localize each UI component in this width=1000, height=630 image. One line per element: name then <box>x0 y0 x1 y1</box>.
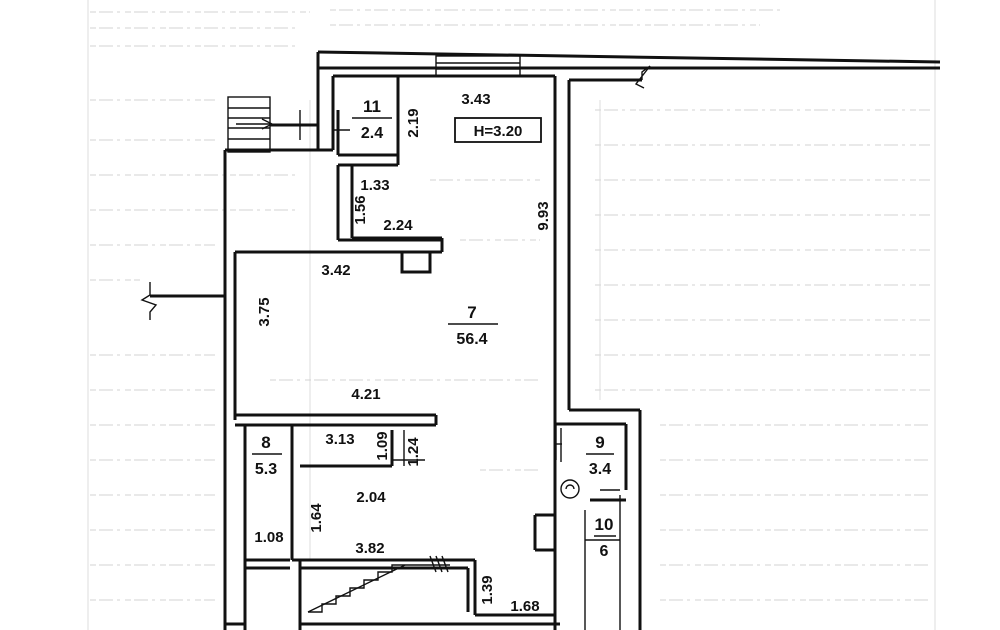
entrance-stairs <box>227 96 318 153</box>
break-mark-top <box>634 65 651 89</box>
height-text: H=3.20 <box>474 123 523 140</box>
dim-1-68: 1.68 <box>510 598 539 615</box>
room-11-number: 11 <box>363 97 381 116</box>
ceiling-height-label: H=3.20 <box>454 117 542 143</box>
window-top <box>435 55 521 77</box>
room-11-area: 2.4 <box>361 125 383 142</box>
room-7-label: 7 56.4 <box>448 303 498 348</box>
room-10-area: 6 <box>600 543 609 560</box>
break-mark-left <box>140 282 225 320</box>
dim-3-75: 3.75 <box>256 297 273 326</box>
partition-7-8 <box>235 413 477 630</box>
dim-4-21: 4.21 <box>351 386 380 403</box>
room-8-area: 5.3 <box>255 461 277 478</box>
room-7-area: 56.4 <box>456 331 487 348</box>
room-11-walls <box>333 76 400 157</box>
room-8-label: 8 5.3 <box>252 433 282 478</box>
dim-3-43: 3.43 <box>461 91 490 108</box>
room-8-number: 8 <box>261 433 270 452</box>
dim-2-04: 2.04 <box>356 489 386 506</box>
corridor-walls <box>233 155 444 420</box>
dim-1-08: 1.08 <box>254 529 283 546</box>
dimension-ticks <box>392 430 425 466</box>
dim-1-33: 1.33 <box>360 177 389 194</box>
exterior-walls <box>223 50 941 630</box>
dim-2-19: 2.19 <box>405 108 422 137</box>
room-7-number: 7 <box>467 303 476 322</box>
dim-9-93: 9.93 <box>535 201 552 230</box>
dim-1-56: 1.56 <box>352 195 369 224</box>
staircase-bottom <box>307 555 450 613</box>
bottom-walls <box>225 613 560 626</box>
dim-3-82: 3.82 <box>355 540 384 557</box>
dimension-labels: 3.43 2.19 1.33 1.56 2.24 9.93 3.42 3.75 … <box>254 91 552 615</box>
room-10-label: 10 6 <box>594 515 616 560</box>
background-document <box>87 0 936 630</box>
room-9-number: 9 <box>595 433 604 452</box>
room-11-label: 11 2.4 <box>352 97 392 142</box>
dim-3-42: 3.42 <box>321 262 350 279</box>
dim-3-13: 3.13 <box>325 431 354 448</box>
dim-1-64: 1.64 <box>308 503 325 533</box>
dim-1-24: 1.24 <box>405 437 422 467</box>
dim-1-39: 1.39 <box>479 575 496 604</box>
room-10-number: 10 <box>595 515 614 534</box>
dim-1-09: 1.09 <box>374 431 391 460</box>
room-9-walls <box>533 408 642 630</box>
room-9-label: 9 3.4 <box>586 433 614 478</box>
room-9-area: 3.4 <box>589 461 611 478</box>
dim-2-24: 2.24 <box>383 217 413 234</box>
